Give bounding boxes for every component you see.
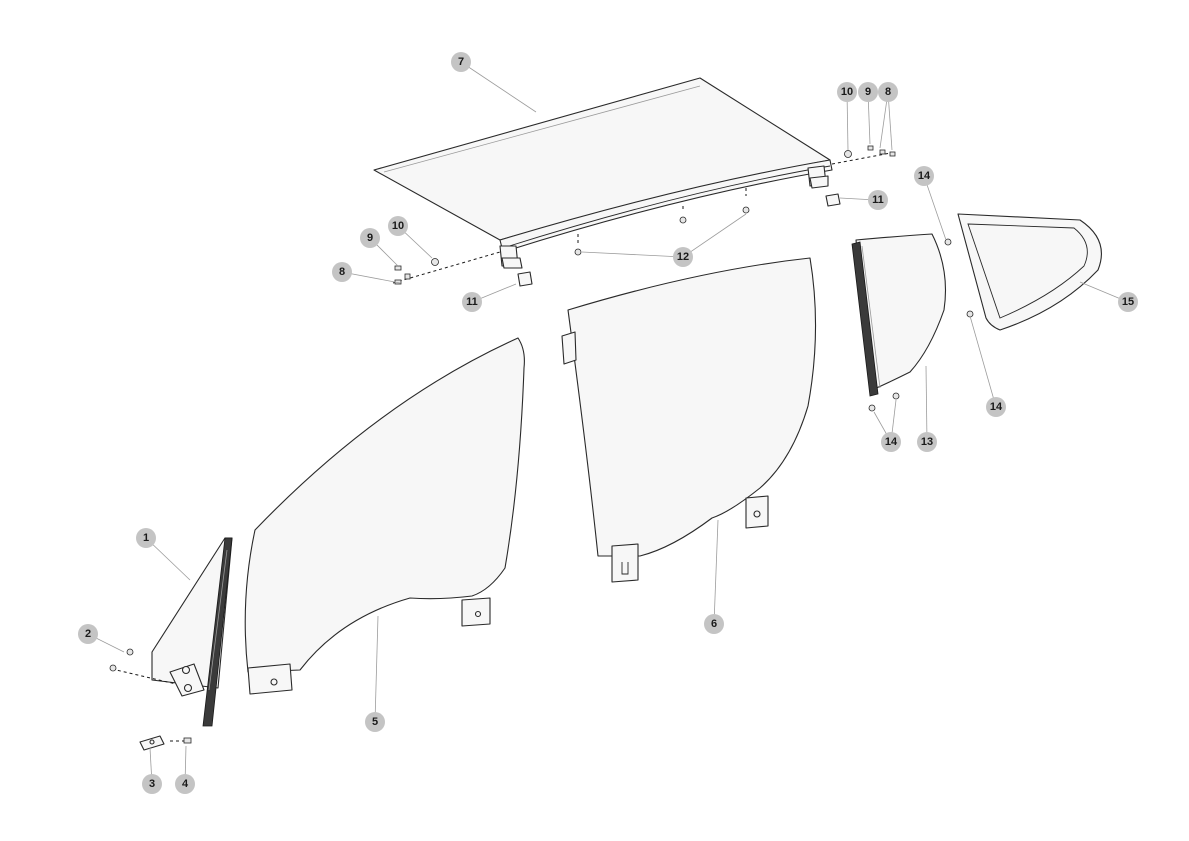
callout-4: 4 (175, 774, 195, 794)
svg-text:12: 12 (677, 251, 689, 263)
callout-15: 15 (1118, 292, 1138, 312)
callout-14-right: 14 (986, 397, 1006, 417)
callout-6: 6 (704, 614, 724, 634)
svg-text:9: 9 (367, 232, 373, 244)
right-sunroof-hardware (825, 145, 897, 207)
svg-text:15: 15 (1122, 296, 1134, 308)
svg-text:3: 3 (149, 778, 155, 790)
front-door-quarter-glass (109, 537, 233, 727)
sunroof-bolts (574, 188, 750, 256)
svg-text:11: 11 (466, 296, 478, 308)
callout-8-left: 8 (332, 262, 352, 282)
rear-door-quarter-glass (851, 233, 952, 412)
rear-quarter-window-glass (957, 213, 1102, 331)
front-door-window-glass (244, 337, 525, 695)
svg-text:10: 10 (392, 220, 404, 232)
bracket-and-screw (139, 735, 192, 751)
callout-11-left: 11 (462, 292, 482, 312)
callout-2: 2 (78, 624, 98, 644)
svg-text:10: 10 (841, 86, 853, 98)
svg-text:14: 14 (990, 401, 1003, 413)
callout-10-left: 10 (388, 216, 408, 236)
callout-10-right: 10 (837, 82, 857, 102)
callout-9-right: 9 (858, 82, 878, 102)
callout-9-left: 9 (360, 228, 380, 248)
callout-8-right: 8 (878, 82, 898, 102)
callout-5: 5 (365, 712, 385, 732)
rear-door-window-glass (561, 257, 817, 583)
callout-14-bottom: 14 (881, 432, 901, 452)
svg-text:11: 11 (872, 194, 884, 206)
svg-text:14: 14 (918, 170, 931, 182)
svg-text:5: 5 (372, 716, 378, 728)
callout-11-right: 11 (868, 190, 888, 210)
sunroof-glass-panel (373, 77, 833, 269)
callout-3: 3 (142, 774, 162, 794)
svg-text:9: 9 (865, 86, 871, 98)
svg-text:14: 14 (885, 436, 898, 448)
svg-text:4: 4 (182, 778, 189, 790)
callout-1: 1 (136, 528, 156, 548)
svg-text:13: 13 (921, 436, 933, 448)
callout-12: 12 (673, 247, 693, 267)
svg-text:1: 1 (143, 532, 149, 544)
callout-13: 13 (917, 432, 937, 452)
callout-7: 7 (451, 52, 471, 72)
svg-text:7: 7 (458, 56, 464, 68)
svg-text:6: 6 (711, 618, 717, 630)
svg-text:2: 2 (85, 628, 91, 640)
left-sunroof-hardware (392, 251, 533, 287)
callout-14-top: 14 (914, 166, 934, 186)
svg-text:8: 8 (339, 266, 345, 278)
svg-text:8: 8 (885, 86, 891, 98)
